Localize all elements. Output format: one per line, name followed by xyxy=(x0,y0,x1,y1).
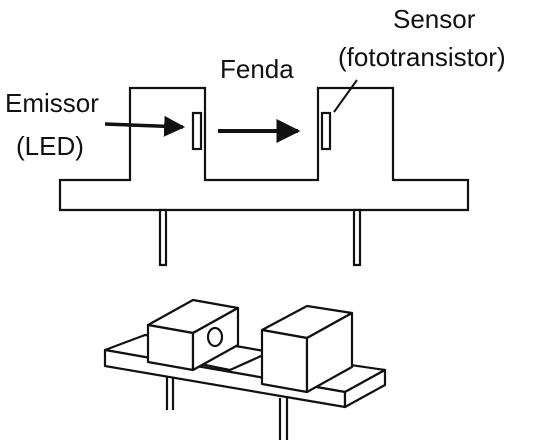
callout-arrows xyxy=(104,79,358,143)
emitter-type-label: (LED) xyxy=(16,131,84,161)
emitter-arrow xyxy=(104,115,186,137)
left-lead xyxy=(158,208,168,267)
led-window-icon xyxy=(206,326,224,348)
perspective-view xyxy=(103,298,387,440)
phototransistor-element xyxy=(320,111,332,151)
sensor-label: Sensor xyxy=(393,4,476,34)
sensor-type-label: (fototransistor) xyxy=(338,42,506,72)
base-side-face xyxy=(343,368,387,409)
right-tower-front xyxy=(260,328,309,394)
led-element xyxy=(191,111,203,151)
right-tower-side xyxy=(305,311,354,394)
right-lead xyxy=(352,208,362,267)
labels: Sensor (fototransistor) Fenda Emissor (L… xyxy=(5,4,506,161)
left-tower-front xyxy=(146,323,195,372)
housing-outline xyxy=(58,86,470,212)
front-view xyxy=(58,86,470,267)
sensor-pointer-line xyxy=(333,79,358,113)
emitter-label: Emissor xyxy=(5,88,99,118)
slot-label: Fenda xyxy=(220,54,294,84)
